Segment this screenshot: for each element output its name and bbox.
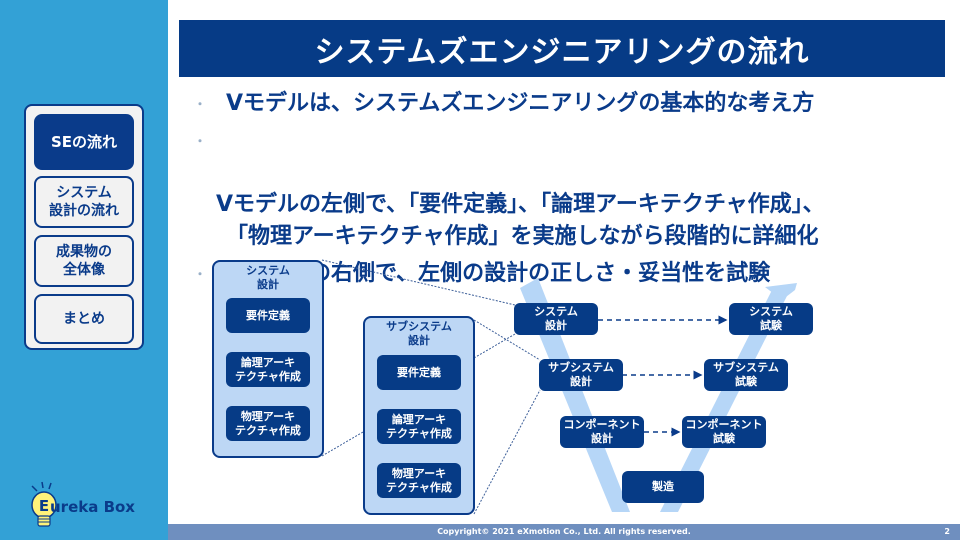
v-left-band (520, 278, 630, 512)
logical-architecture-node[interactable]: 論理アーキ テクチャ作成 (377, 409, 461, 444)
bullet-marker: ・ (194, 134, 207, 148)
page-title: システムズエンジニアリングの流れ (179, 20, 945, 77)
bullet-text: Vモデルの左側で、「要件定義」、「論理アーキテクチャ作成」、 「物理アーキテクチ… (216, 192, 825, 249)
nav-item-deliverables-overview[interactable]: 成果物の 全体像 (34, 235, 134, 287)
zoom-line (473, 333, 516, 359)
v-subsystem-design-node[interactable]: サブシステム 設計 (539, 359, 623, 391)
logo-letter: E (39, 497, 49, 515)
eureka-box-logo: E ureka Box (28, 476, 158, 536)
requirements-node[interactable]: 要件定義 (226, 298, 310, 333)
bullet-item: ・ Vモデルの左側で、「要件定義」、「論理アーキテクチャ作成」、 「物理アーキテ… (194, 125, 954, 253)
v-right-band (660, 290, 790, 512)
v-arrow-head (765, 283, 797, 300)
v-subsystem-test-node[interactable]: サブシステム 試験 (704, 359, 788, 391)
zoom-line (321, 259, 516, 306)
bullet-marker: ・ (194, 97, 207, 111)
v-component-test-node[interactable]: コンポーネント 試験 (682, 416, 766, 448)
logical-architecture-node[interactable]: 論理アーキ テクチャ作成 (226, 352, 310, 387)
page-number: 2 (944, 527, 950, 536)
logo-text: ureka Box (50, 498, 135, 516)
physical-architecture-node[interactable]: 物理アーキ テクチャ作成 (377, 463, 461, 498)
copyright-text: Copyright© 2021 eXmotion Co., Ltd. All r… (437, 527, 691, 536)
page-title-text: システムズエンジニアリングの流れ (314, 34, 810, 70)
system-design-group: システム 設計 要件定義 論理アーキ テクチャ作成 物理アーキ テクチャ作成 (212, 260, 324, 458)
footer: Copyright© 2021 eXmotion Co., Ltd. All r… (168, 524, 960, 540)
nav-item-system-design-flow[interactable]: システム 設計の流れ (34, 176, 134, 228)
v-system-design-node[interactable]: システム 設計 (514, 303, 598, 335)
group-title: サブシステム 設計 (386, 320, 452, 347)
zoom-line (473, 319, 541, 361)
bullet-item: ・ Vモデルは、システムズエンジニアリングの基本的な考え方 (194, 88, 954, 120)
nav-item-se-flow[interactable]: SEの流れ (34, 114, 134, 170)
v-system-test-node[interactable]: システム 試験 (729, 303, 813, 335)
zoom-line (473, 389, 541, 515)
requirements-node[interactable]: 要件定義 (377, 355, 461, 390)
zoom-line (321, 431, 364, 457)
nav-item-summary[interactable]: まとめ (34, 294, 134, 344)
nav-panel: SEの流れ システム 設計の流れ 成果物の 全体像 まとめ (24, 104, 144, 350)
sidebar: SEの流れ システム 設計の流れ 成果物の 全体像 まとめ E ureka Bo… (0, 0, 168, 540)
lightbulb-icon: E (31, 481, 57, 527)
v-component-design-node[interactable]: コンポーネント 設計 (560, 416, 644, 448)
bullet-marker: ・ (194, 267, 207, 281)
v-manufacturing-node[interactable]: 製造 (622, 471, 704, 503)
group-title: システム 設計 (246, 264, 290, 291)
bullet-text: Vモデルは、システムズエンジニアリングの基本的な考え方 (226, 91, 815, 116)
physical-architecture-node[interactable]: 物理アーキ テクチャ作成 (226, 406, 310, 441)
subsystem-design-group: サブシステム 設計 要件定義 論理アーキ テクチャ作成 物理アーキ テクチャ作成 (363, 316, 475, 515)
